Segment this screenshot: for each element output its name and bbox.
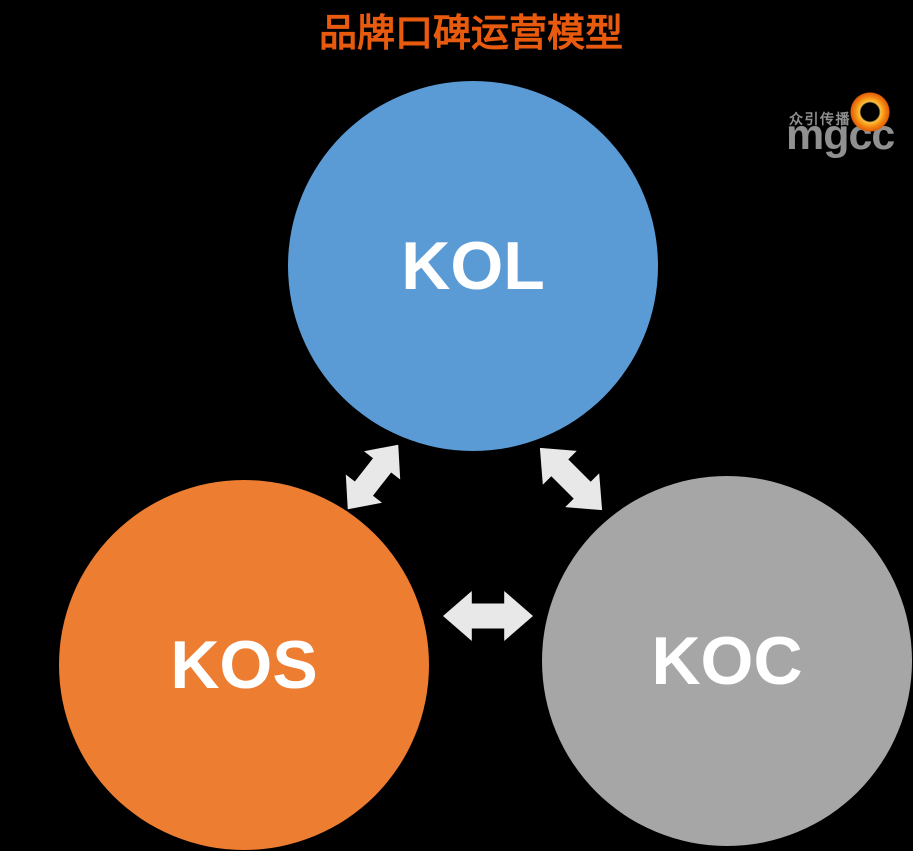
node-kos-circle: KOS xyxy=(59,480,429,850)
node-koc-circle: KOC xyxy=(542,476,912,846)
node-kos-label: KOS xyxy=(170,627,318,703)
node-koc-label: KOC xyxy=(651,623,803,699)
node-kol-circle: KOL xyxy=(288,81,658,451)
brand-logo-chinese-name: 众引传播 xyxy=(789,111,851,127)
double-arrow-kol-kos-icon xyxy=(345,444,401,510)
double-arrow-kol-koc-icon xyxy=(539,447,603,511)
brand-ring-icon xyxy=(850,92,890,132)
node-kol-label: KOL xyxy=(401,228,545,304)
diagram-title: 品牌口碑运营模型 xyxy=(318,13,624,55)
double-arrow-kos-koc-icon xyxy=(443,591,533,641)
